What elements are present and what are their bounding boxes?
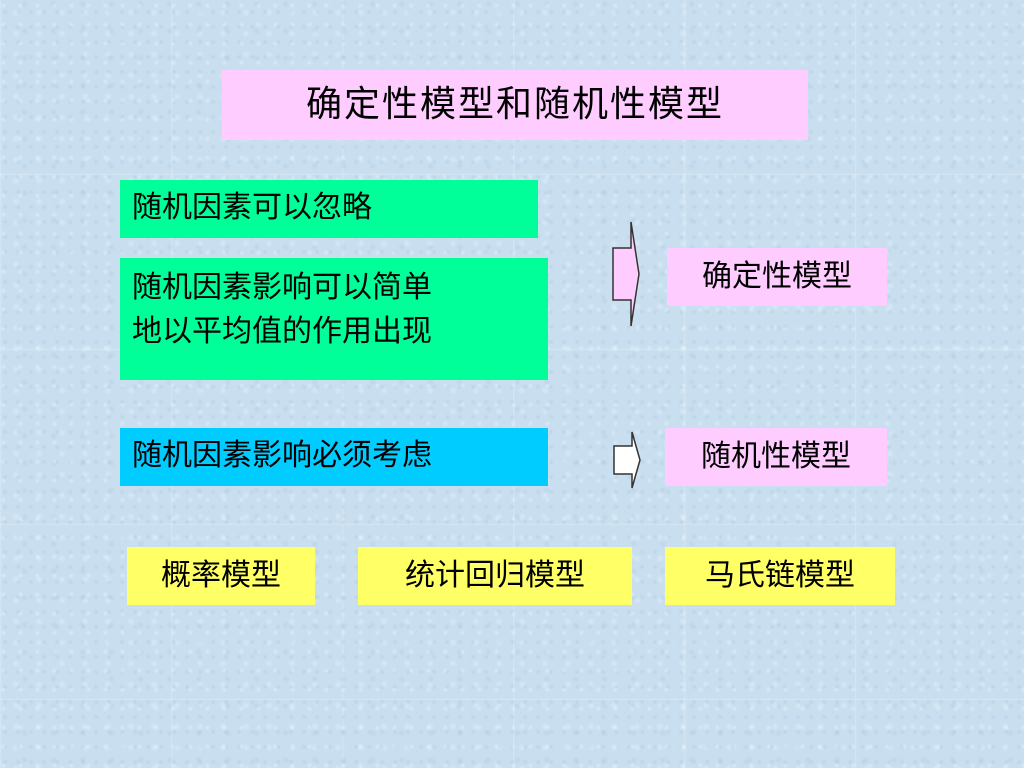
probability-model-text: 概率模型: [161, 558, 281, 594]
result-box-stochastic: 随机性模型: [665, 428, 887, 486]
arrow-right-icon: [611, 220, 641, 328]
result-box-deterministic: 确定性模型: [667, 248, 887, 306]
condition-average-line1: 随机因素影响可以简单: [132, 270, 432, 305]
page-title-text: 确定性模型和随机性模型: [305, 83, 724, 125]
condition-box-must-consider: 随机因素影响必须考虑: [120, 428, 548, 486]
markov-model-text: 马氏链模型: [705, 558, 855, 594]
stochastic-model-text: 随机性模型: [701, 439, 851, 475]
condition-ignore-text: 随机因素可以忽略: [132, 190, 372, 225]
condition-must-consider-text: 随机因素影响必须考虑: [132, 438, 432, 473]
arrow-right-icon: [612, 430, 642, 490]
model-box-markov: 马氏链模型: [665, 547, 895, 605]
deterministic-model-text: 确定性模型: [702, 259, 852, 295]
page-title: 确定性模型和随机性模型: [222, 70, 808, 140]
condition-box-ignore: 随机因素可以忽略: [120, 180, 538, 238]
model-box-regression: 统计回归模型: [358, 547, 632, 605]
regression-model-text: 统计回归模型: [405, 558, 585, 594]
condition-box-average: 随机因素影响可以简单 地以平均值的作用出现: [120, 258, 548, 380]
model-box-probability: 概率模型: [127, 547, 315, 605]
condition-average-line2: 地以平均值的作用出现: [132, 313, 432, 349]
